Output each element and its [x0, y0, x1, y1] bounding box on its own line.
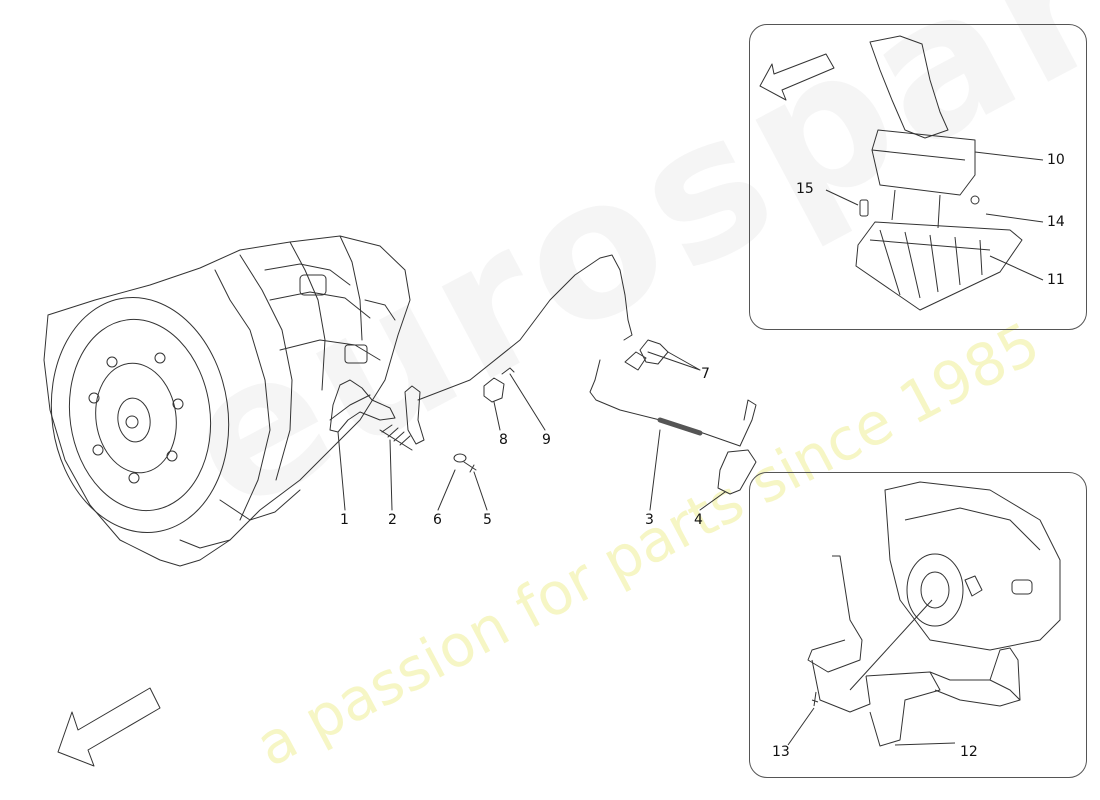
callout-2[interactable]: 2: [388, 512, 397, 528]
callout-12[interactable]: 12: [960, 744, 978, 760]
inset-shifter-drawing: [759, 35, 1044, 311]
part-2-lever: [379, 385, 425, 451]
callout-15[interactable]: 15: [796, 181, 814, 197]
callout-5[interactable]: 5: [483, 512, 492, 528]
callout-13[interactable]: 13: [772, 744, 790, 760]
callout-10[interactable]: 10: [1047, 152, 1065, 168]
part-5-bolt: [463, 461, 477, 473]
callout-6[interactable]: 6: [433, 512, 442, 528]
inset-paddle-shifter-frame: [749, 472, 1087, 778]
part-9-bolt: [501, 367, 515, 375]
callout-7[interactable]: 7: [701, 366, 710, 382]
callout-1[interactable]: 1: [340, 512, 349, 528]
part-8-retainer: [483, 377, 505, 403]
callout-9[interactable]: 9: [542, 432, 551, 448]
part-3-shift-cable: [417, 254, 633, 401]
callout-8[interactable]: 8: [499, 432, 508, 448]
callout-14[interactable]: 14: [1047, 214, 1065, 230]
part-1-bracket: [329, 379, 396, 433]
callout-11[interactable]: 11: [1047, 272, 1065, 288]
part-4-end-fitting: [717, 449, 757, 495]
inset-paddle-drawing: [787, 481, 1061, 747]
transmission-housing: [43, 235, 411, 567]
inset-gear-shifter-frame: [749, 24, 1087, 330]
front-direction-arrow-icon: [57, 687, 161, 767]
callout-3[interactable]: 3: [645, 512, 654, 528]
inset-direction-arrow-icon: [759, 53, 835, 101]
part-7-clips: [624, 339, 669, 371]
part-6-washer: [453, 453, 467, 463]
callout-4[interactable]: 4: [694, 512, 703, 528]
